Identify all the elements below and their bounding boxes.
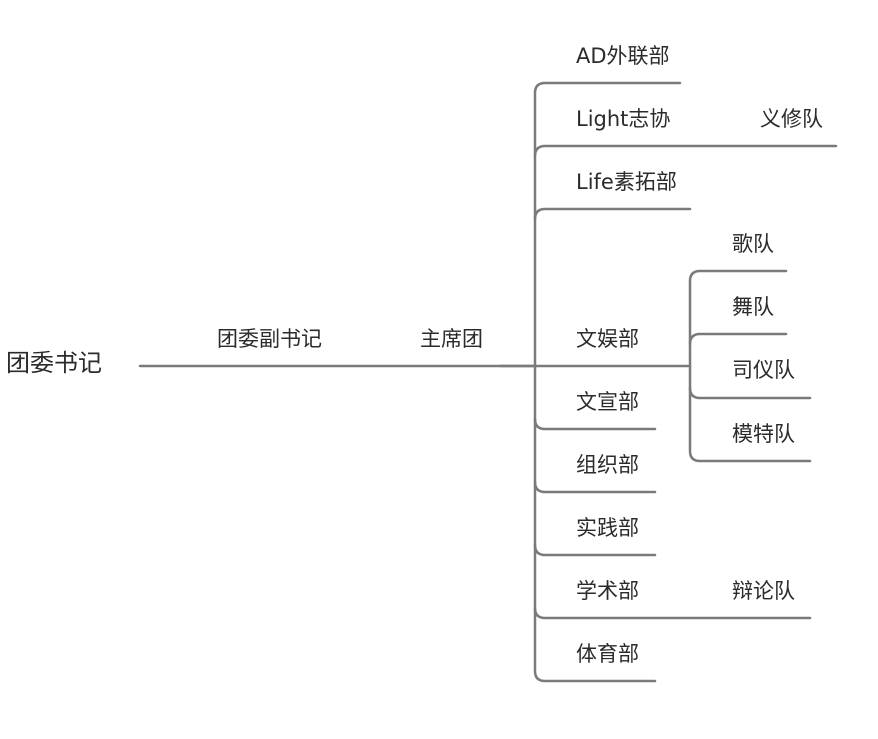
underline-life [533, 207, 692, 221]
node-siyidui: 司仪队 [732, 358, 795, 382]
node-root: 团委书记 [6, 349, 102, 377]
node-xueshu: 学术部 [576, 579, 639, 603]
underline-zuzhi [533, 480, 657, 494]
department-bracket-bottom [533, 364, 657, 683]
node-vice-secretary: 团委副书记 [217, 327, 322, 351]
underline-shijian [533, 543, 657, 557]
node-light-zhixie: Light志协 [576, 107, 671, 131]
node-shijian: 实践部 [576, 516, 639, 540]
underline-wudui [688, 332, 788, 346]
department-bracket-top [533, 81, 682, 368]
wenyu-bracket-top [688, 269, 788, 368]
underline-xueshu [533, 606, 812, 620]
node-zuzhi: 组织部 [576, 453, 639, 477]
underline-wenxuan [533, 417, 657, 431]
node-tiyu: 体育部 [576, 642, 639, 666]
wenyu-bracket-bottom [688, 364, 812, 463]
underline-siyidui [688, 386, 812, 400]
node-wudui: 舞队 [732, 295, 774, 319]
node-wenyu: 文娱部 [576, 327, 639, 351]
node-ad-waillian: AD外联部 [576, 44, 670, 68]
underline-light [533, 144, 838, 158]
node-motedui: 模特队 [732, 422, 795, 446]
node-yixiudui: 义修队 [760, 107, 823, 131]
node-bianlundui: 辩论队 [732, 579, 795, 603]
node-life-sutuo: Life素拓部 [576, 170, 677, 194]
node-presidium: 主席团 [420, 327, 483, 351]
node-gedui: 歌队 [732, 232, 774, 256]
node-wenxuan: 文宣部 [576, 390, 639, 414]
